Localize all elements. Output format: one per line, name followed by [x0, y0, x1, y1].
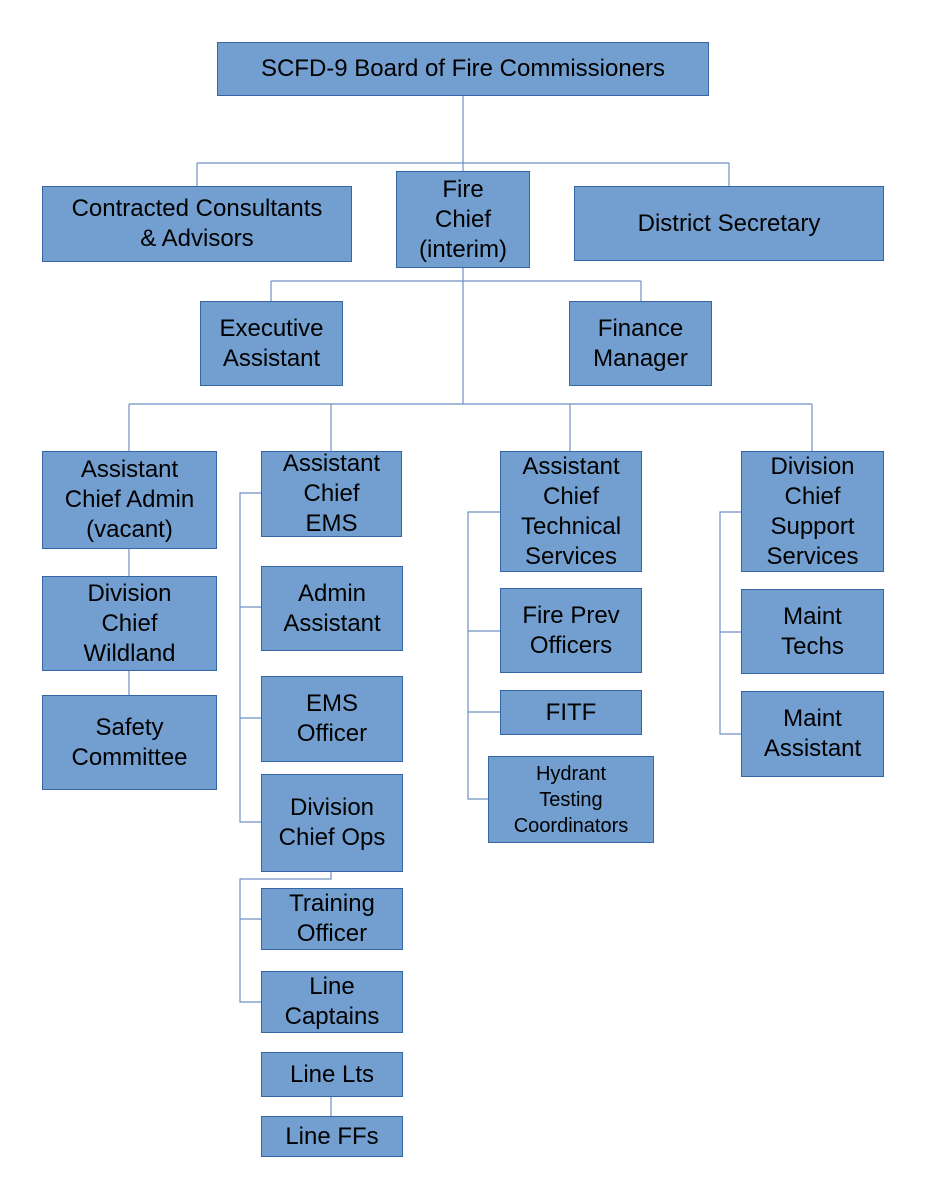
district-secretary-box: District Secretary [574, 186, 884, 261]
board-box: SCFD-9 Board of Fire Commissioners [217, 42, 709, 96]
division-chief-support-box: Division Chief Support Services [741, 451, 884, 572]
consultants-box: Contracted Consultants & Advisors [42, 186, 352, 262]
connector-chief-staff [270, 268, 642, 404]
division-chief-ops-box: Division Chief Ops [261, 774, 403, 872]
executive-assistant-box: Executive Assistant [200, 301, 343, 386]
connector-technical-column [467, 511, 500, 800]
assistant-chief-ems-box: Assistant Chief EMS [261, 450, 402, 537]
line-ffs-box: Line FFs [261, 1116, 403, 1157]
fire-prev-officers-box: Fire Prev Officers [500, 588, 642, 673]
finance-manager-box: Finance Manager [569, 301, 712, 386]
admin-assistant-box: Admin Assistant [261, 566, 403, 651]
maint-assistant-box: Maint Assistant [741, 691, 884, 777]
ems-officer-box: EMS Officer [261, 676, 403, 762]
connector-board [196, 96, 730, 186]
fire-chief-box: Fire Chief (interim) [396, 171, 530, 268]
division-chief-wildland-box: Division Chief Wildland [42, 576, 217, 671]
safety-committee-box: Safety Committee [42, 695, 217, 790]
connector-ems-column [239, 492, 261, 823]
connector-ops-column [239, 872, 332, 1116]
connector-support-column [719, 511, 741, 735]
assistant-chief-technical-box: Assistant Chief Technical Services [500, 451, 642, 572]
hydrant-testing-coordinators-box: Hydrant Testing Coordinators [488, 756, 654, 843]
connector-branches [128, 403, 813, 451]
line-captains-box: Line Captains [261, 971, 403, 1033]
fitf-box: FITF [500, 690, 642, 735]
training-officer-box: Training Officer [261, 888, 403, 950]
assistant-chief-admin-box: Assistant Chief Admin (vacant) [42, 451, 217, 549]
maint-techs-box: Maint Techs [741, 589, 884, 674]
line-lts-box: Line Lts [261, 1052, 403, 1097]
